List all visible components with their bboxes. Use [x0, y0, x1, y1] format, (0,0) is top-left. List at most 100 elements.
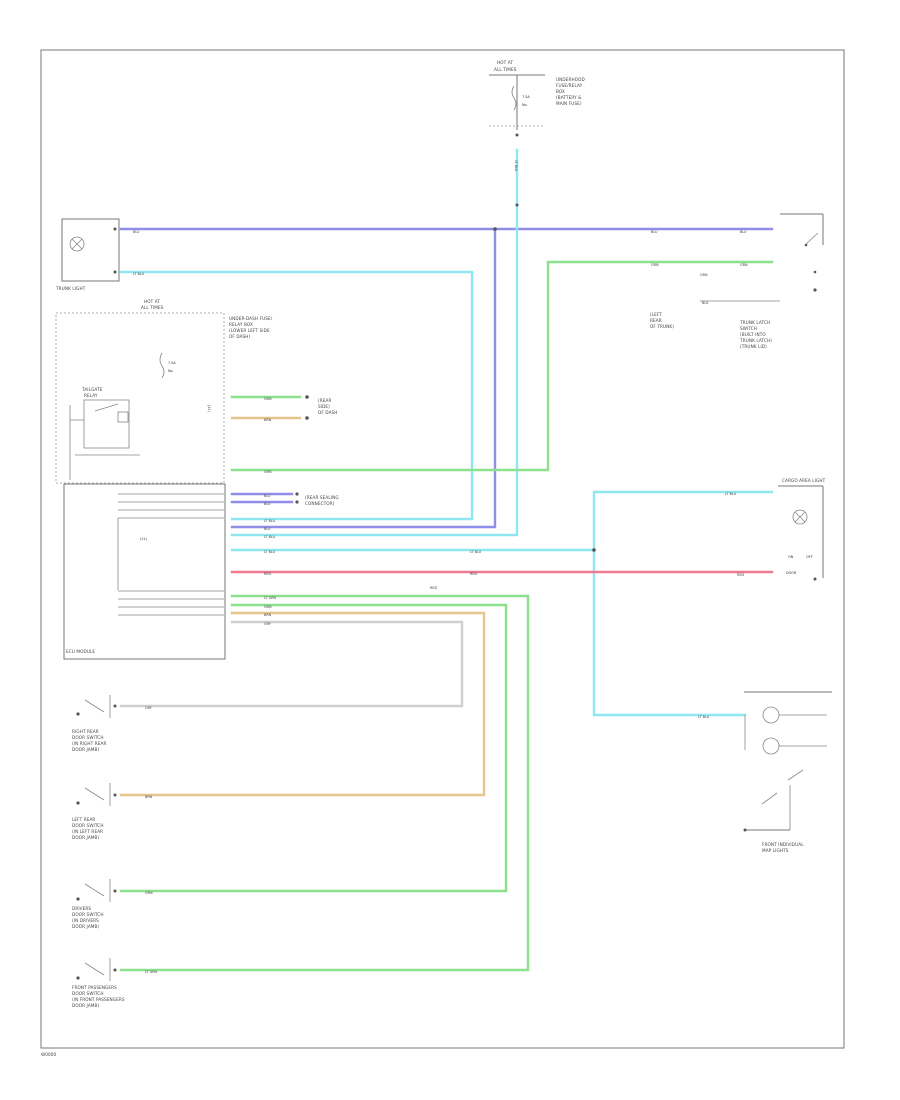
svg-text:CONNECTOR): CONNECTOR): [305, 501, 335, 506]
door-switch-front-passengers: LT GRN FRONT PASSENGERS DOOR SWITCH (IN …: [72, 958, 158, 1008]
svg-text:GRN: GRN: [651, 263, 659, 267]
trunk-light: TRUNK LIGHT BLU LT BLU: [55, 218, 145, 291]
svg-text:OF TRUNK): OF TRUNK): [650, 324, 674, 329]
wire-gray-sw1: [119, 620, 464, 708]
svg-text:OFF: OFF: [806, 555, 813, 559]
svg-text:TRUNK LIGHT: TRUNK LIGHT: [55, 286, 86, 291]
svg-text:(IN LEFT REAR: (IN LEFT REAR: [72, 829, 103, 834]
door-switch-left-rear: BRN LEFT REAR DOOR SWITCH (IN LEFT REAR …: [72, 783, 153, 840]
svg-text:ALL TIMES: ALL TIMES: [141, 305, 164, 310]
svg-text:(LEFT: (LEFT: [650, 312, 662, 317]
cargo-area-light: CARGO AREA LIGHT LT BLU RED ON OFF DOOR: [725, 478, 826, 581]
footer-code: W0000: [41, 1052, 57, 1057]
svg-text:TRUNK LATCH): TRUNK LATCH): [739, 338, 772, 343]
svg-text:BLU: BLU: [651, 230, 658, 234]
svg-text:(IN RIGHT REAR: (IN RIGHT REAR: [72, 741, 107, 746]
svg-text:No.: No.: [168, 369, 174, 373]
svg-text:GRN: GRN: [740, 263, 748, 267]
wire-cyan-trunk: [119, 270, 474, 521]
svg-text:SIDE): SIDE): [318, 404, 330, 409]
svg-text:TAILGATE: TAILGATE: [81, 387, 103, 392]
svg-text:ALL TIMES: ALL TIMES: [494, 67, 517, 72]
svg-text:HOT AT: HOT AT: [497, 60, 513, 65]
svg-text:GRN: GRN: [264, 470, 272, 474]
svg-text:BRN: BRN: [264, 613, 272, 617]
svg-text:GRY: GRY: [264, 622, 272, 626]
svg-text:BLU: BLU: [264, 527, 271, 531]
svg-text:(REAR SEALING: (REAR SEALING: [305, 495, 339, 500]
diagram-frame: [40, 49, 845, 1049]
svg-text:(IN DRIVERS: (IN DRIVERS: [72, 918, 99, 923]
svg-text:LT BLU: LT BLU: [470, 550, 482, 554]
top-fuse: HOT AT ALL TIMES 7.5A No. UNDERHOOD FUSE…: [489, 60, 585, 207]
svg-text:GRN: GRN: [264, 397, 272, 401]
wire-green-latch: [230, 260, 774, 472]
svg-text:(BATTERY &: (BATTERY &: [556, 95, 582, 100]
svg-text:FRONT INDIVIDUAL: FRONT INDIVIDUAL: [762, 842, 804, 847]
svg-text:DOOR SWITCH: DOOR SWITCH: [72, 823, 104, 828]
wire-cyan-cargo: [230, 490, 774, 552]
svg-text:(21): (21): [207, 405, 211, 413]
svg-text:7.5A: 7.5A: [522, 95, 530, 99]
svg-text:LT BLU: LT BLU: [133, 272, 145, 276]
door-switch-drivers: GRN DRIVERS DOOR SWITCH (IN DRIVERS DOOR…: [72, 879, 153, 929]
svg-text:LT BLU: LT BLU: [698, 715, 710, 719]
svg-text:DOOR JAMB): DOOR JAMB): [72, 1003, 99, 1008]
svg-text:OF DASH): OF DASH): [229, 334, 251, 339]
svg-text:RED: RED: [470, 572, 477, 576]
svg-text:CARGO AREA LIGHT: CARGO AREA LIGHT: [782, 478, 826, 483]
svg-text:RELAY BOX: RELAY BOX: [229, 322, 253, 327]
svg-text:DOOR JAMB): DOOR JAMB): [72, 924, 99, 929]
svg-text:ECU MODULE: ECU MODULE: [66, 649, 95, 654]
svg-text:DRIVERS: DRIVERS: [72, 906, 91, 911]
svg-text:BRN: BRN: [264, 418, 272, 422]
svg-text:BRN: BRN: [145, 795, 153, 799]
svg-text:GRN: GRN: [264, 605, 272, 609]
svg-text:BLK: BLK: [702, 301, 709, 305]
svg-text:UNDERHOOD: UNDERHOOD: [556, 77, 585, 82]
svg-text:REAR: REAR: [650, 318, 662, 323]
svg-text:RED: RED: [737, 573, 744, 577]
svg-text:DOOR SWITCH: DOOR SWITCH: [72, 991, 104, 996]
svg-text:BLU: BLU: [133, 230, 140, 234]
svg-text:LT BLU: LT BLU: [264, 535, 276, 539]
svg-text:No.: No.: [522, 103, 528, 107]
svg-text:RIGHT REAR: RIGHT REAR: [72, 729, 99, 734]
door-switch-right-rear: GRY RIGHT REAR DOOR SWITCH (IN RIGHT REA…: [72, 695, 153, 752]
ecu-module: (21) ECU MODULE: [63, 483, 226, 660]
svg-text:FUSE/RELAY: FUSE/RELAY: [556, 83, 583, 88]
svg-text:DOOR JAMB): DOOR JAMB): [72, 835, 99, 840]
svg-text:LT GRN: LT GRN: [145, 970, 158, 974]
svg-text:LT BLU: LT BLU: [725, 492, 737, 496]
svg-text:ON: ON: [788, 555, 794, 559]
svg-text:TRUNK LATCH: TRUNK LATCH: [739, 320, 770, 325]
svg-text:HOT AT: HOT AT: [144, 299, 160, 304]
svg-text:MAIN FUSE): MAIN FUSE): [556, 101, 582, 106]
svg-text:(REAR: (REAR: [318, 398, 331, 403]
svg-text:7.5A: 7.5A: [168, 361, 176, 365]
front-map-lights: LT BLU FRONT INDIVIDUAL MAP LIGHTS: [698, 691, 832, 853]
svg-text:DOOR SWITCH: DOOR SWITCH: [72, 735, 104, 740]
svg-text:(BUILT INTO: (BUILT INTO: [740, 332, 766, 337]
svg-text:UNDER-DASH FUSE/: UNDER-DASH FUSE/: [229, 316, 273, 321]
under-dash-fuse-box: HOT AT ALL TIMES UNDER-DASH FUSE/ RELAY …: [55, 299, 273, 484]
svg-text:GRY: GRY: [145, 706, 153, 710]
svg-text:RED: RED: [430, 586, 437, 590]
svg-text:(TRUNK LID): (TRUNK LID): [740, 344, 767, 349]
fuse-outputs: GRN BRN (REAR SIDE) OF DASH GRN BLU BLU …: [264, 395, 482, 626]
svg-text:DOOR: DOOR: [786, 571, 797, 575]
svg-text:(LOWER LEFT SIDE: (LOWER LEFT SIDE: [229, 328, 270, 333]
svg-text:BLU: BLU: [264, 494, 271, 498]
wire-blue: [119, 227, 497, 529]
wire-cyan-top: [230, 148, 519, 537]
svg-text:LT BLU: LT BLU: [514, 160, 518, 172]
svg-text:SWITCH: SWITCH: [740, 326, 757, 331]
svg-text:DOOR JAMB): DOOR JAMB): [72, 747, 99, 752]
svg-text:DOOR SWITCH: DOOR SWITCH: [72, 912, 104, 917]
svg-text:RED: RED: [264, 572, 271, 576]
svg-text:(IN FRONT PASSENGERS: (IN FRONT PASSENGERS: [72, 997, 125, 1002]
svg-text:BLU: BLU: [740, 230, 747, 234]
svg-text:LEFT REAR: LEFT REAR: [72, 817, 95, 822]
svg-text:GRN: GRN: [700, 273, 708, 277]
